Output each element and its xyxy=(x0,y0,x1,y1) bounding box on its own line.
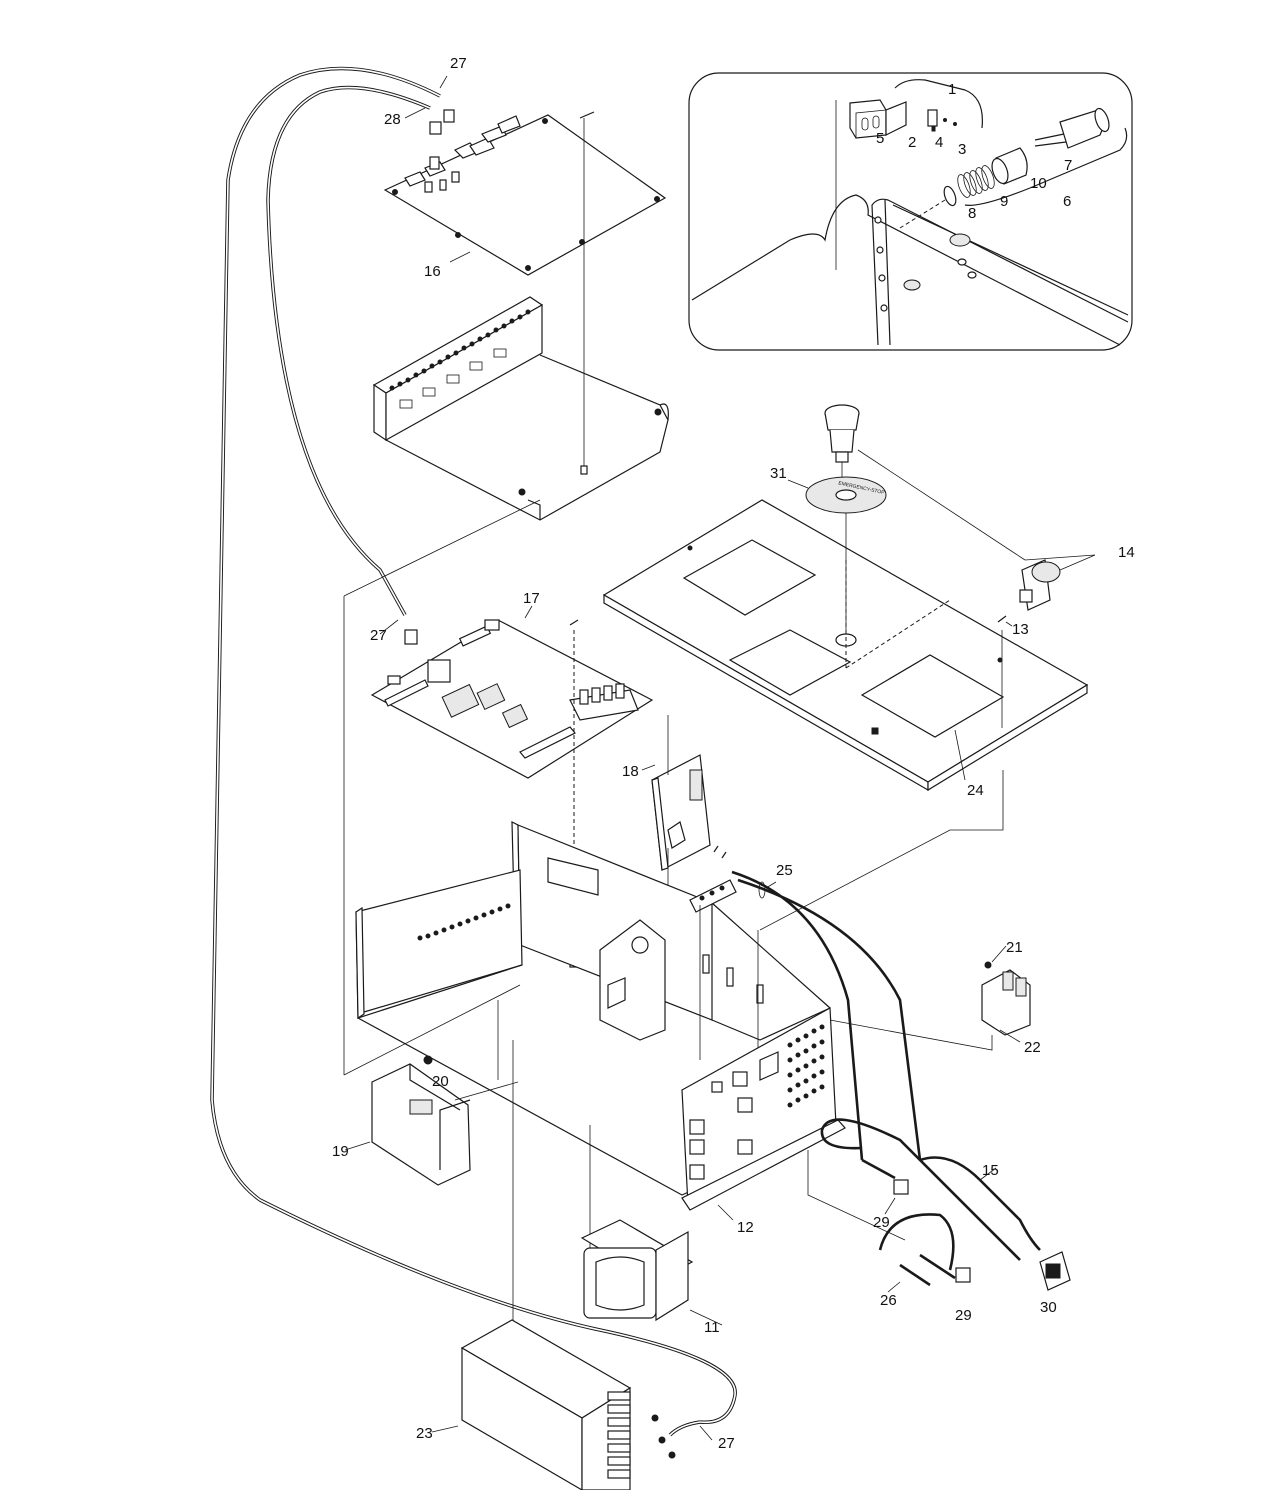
inset-frame xyxy=(688,72,1133,351)
callout-25: 25 xyxy=(776,862,793,879)
inset-plunger xyxy=(1034,107,1110,149)
pcb-18 xyxy=(651,754,711,871)
callout-18: 18 xyxy=(622,763,639,780)
callout-labels: 1 2 3 4 5 6 7 8 9 10 11 12 13 14 15 16 1… xyxy=(332,55,1135,1452)
chassis-12 xyxy=(355,821,846,1211)
callout-23: 23 xyxy=(416,1425,433,1442)
harness-25 xyxy=(731,870,922,1161)
callout-1: 1 xyxy=(948,81,956,98)
inset-rail-2 xyxy=(892,204,1129,316)
callout-6: 6 xyxy=(1063,193,1071,210)
callout-21: 21 xyxy=(1006,939,1023,956)
callout-leaders xyxy=(344,75,1021,1441)
cover-label-attention xyxy=(728,629,852,696)
callout-bracket-1 xyxy=(894,79,983,129)
callout-31: 31 xyxy=(770,465,787,482)
callout-10: 10 xyxy=(1030,175,1047,192)
inset-ring xyxy=(943,185,957,207)
callout-28: 28 xyxy=(384,111,401,128)
transformer-11 xyxy=(580,1219,694,1322)
callout-20: 20 xyxy=(432,1073,449,1090)
callout-9: 9 xyxy=(1000,193,1008,210)
inset-panel-top xyxy=(691,194,1121,346)
emergency-stop-knob xyxy=(824,404,860,463)
callout-12: 12 xyxy=(737,1219,754,1236)
inset-boss xyxy=(903,279,921,291)
screw-20 xyxy=(423,1055,433,1065)
callout-24: 24 xyxy=(967,782,984,799)
pcb-16 xyxy=(383,114,667,276)
callout-7: 7 xyxy=(1064,157,1072,174)
callout-27-bottom: 27 xyxy=(718,1435,735,1452)
switch-block-14 xyxy=(1019,559,1061,611)
callout-14: 14 xyxy=(1118,544,1135,561)
callout-2: 2 xyxy=(908,134,916,151)
inset-flange-2 xyxy=(884,199,891,346)
inset-microswitch xyxy=(927,109,938,127)
inset-spring xyxy=(957,165,995,198)
callout-4: 4 xyxy=(935,134,943,151)
callout-22: 22 xyxy=(1024,1039,1041,1056)
callout-5: 5 xyxy=(876,130,884,147)
callout-27-mid: 27 xyxy=(370,627,387,644)
card-cage xyxy=(372,296,669,521)
connector-29a xyxy=(893,1179,909,1195)
callout-8: 8 xyxy=(968,205,976,222)
inset-detail xyxy=(688,72,1133,351)
callout-11: 11 xyxy=(704,1319,720,1336)
relay-22 xyxy=(981,961,1031,1036)
module-19 xyxy=(371,1055,471,1186)
callout-29-upper: 29 xyxy=(873,1214,890,1231)
callout-13: 13 xyxy=(1012,621,1029,638)
inset-flange xyxy=(871,204,879,346)
callout-bracket-6 xyxy=(964,127,1128,206)
callout-30: 30 xyxy=(1040,1299,1057,1316)
callout-29-lower: 29 xyxy=(955,1307,972,1324)
pcb-17 xyxy=(370,619,654,779)
callout-15: 15 xyxy=(982,1162,999,1179)
harness-26 xyxy=(878,1213,971,1287)
harness-15 xyxy=(820,1118,1071,1291)
callout-19: 19 xyxy=(332,1143,349,1160)
callout-27-top: 27 xyxy=(450,55,467,72)
cable-27-loop xyxy=(210,66,737,1437)
callout-17: 17 xyxy=(523,590,540,607)
cover-label-warning xyxy=(860,654,1005,738)
callout-3: 3 xyxy=(958,141,966,158)
callout-16: 16 xyxy=(424,263,441,280)
emergency-stop-disc: EMERGENCY-STOP xyxy=(805,476,887,514)
transformer-23 xyxy=(460,1319,676,1490)
inset-rail xyxy=(871,198,1129,323)
connector-29b xyxy=(955,1267,971,1283)
callout-26: 26 xyxy=(880,1292,897,1309)
cover-label-top xyxy=(682,539,817,616)
